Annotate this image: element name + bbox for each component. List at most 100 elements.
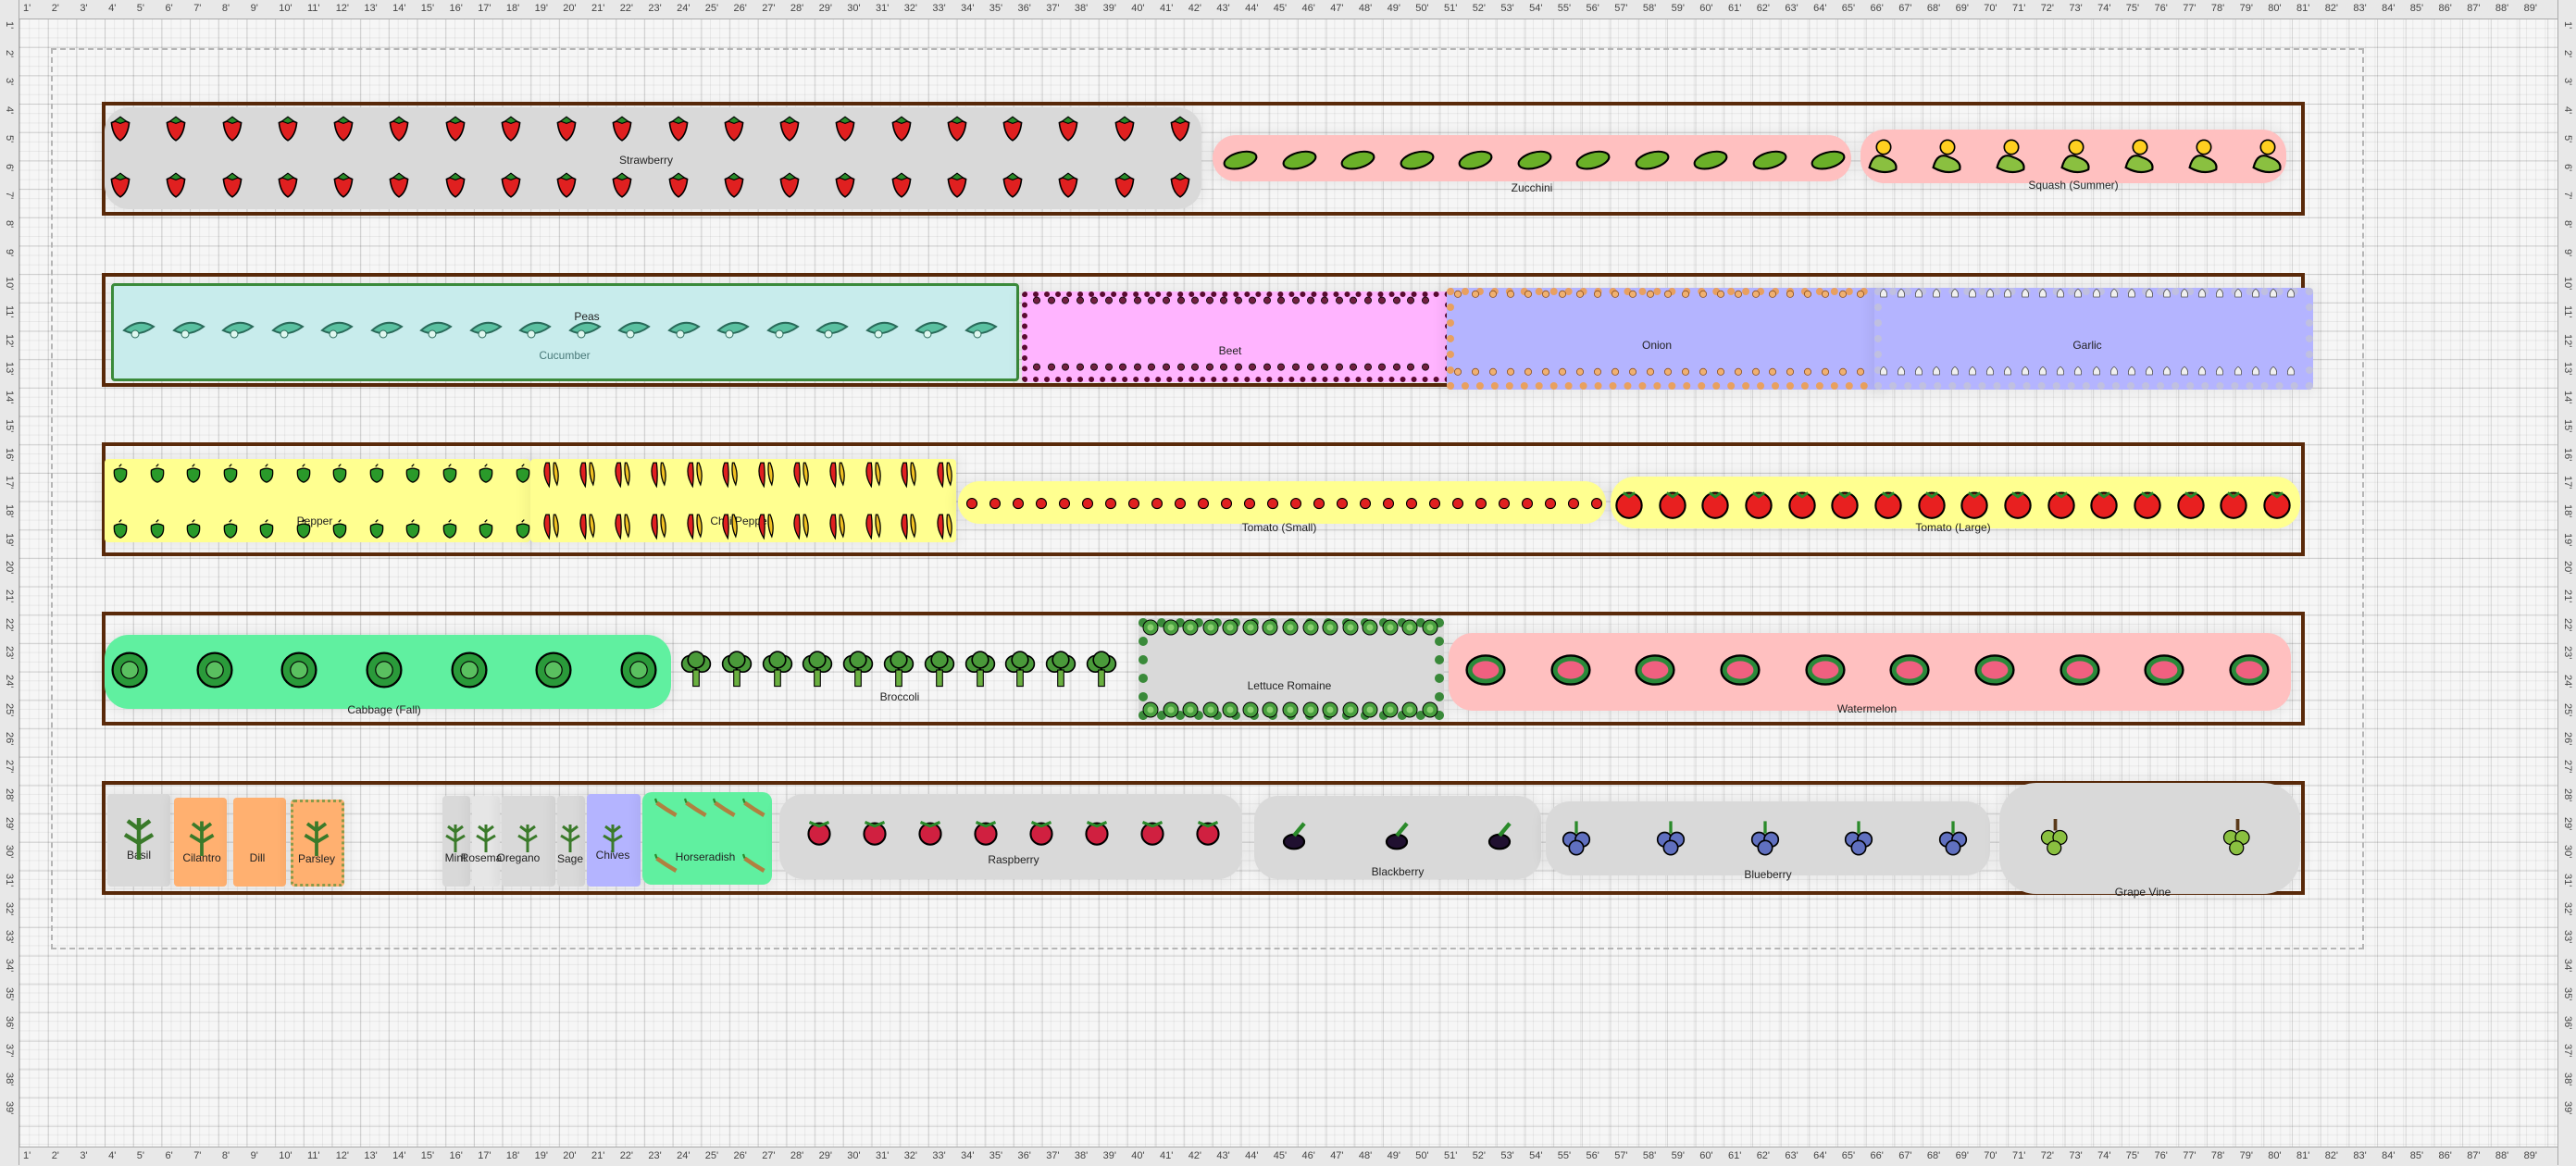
cherry-tomato-icon (1540, 492, 1561, 513)
garden-bed-1[interactable] (102, 102, 2305, 216)
plant-label-dill: Dill (249, 851, 266, 864)
ruler-tick: 46' (1301, 1150, 1315, 1161)
beet-icon (1087, 358, 1101, 373)
tomato-icon (1912, 483, 1951, 522)
ruler-tick: 71' (2012, 1150, 2026, 1161)
garlic-icon (2142, 364, 2157, 378)
cherry-tomato-icon (1355, 492, 1375, 513)
plant-peas[interactable] (111, 283, 1019, 381)
ruler-tick: 89' (2523, 1150, 2537, 1161)
lettuce-icon (1361, 701, 1379, 719)
cherry-tomato-icon (1448, 492, 1468, 513)
beet-icon (1202, 358, 1217, 373)
cabbage-icon (532, 649, 575, 691)
plant-chili-pepper[interactable] (530, 459, 956, 542)
chili-icon (714, 510, 745, 541)
plant-pepper[interactable] (105, 459, 530, 542)
ruler-tick: 47' (1330, 3, 1344, 14)
ruler-tick: 86' (2438, 1150, 2452, 1161)
onion-icon (1818, 286, 1833, 301)
beet-icon (1389, 358, 1404, 373)
tomato-icon (1610, 483, 1649, 522)
plant-dill[interactable] (233, 798, 286, 887)
broccoli-icon (1000, 650, 1040, 690)
garden-bed-5[interactable] (102, 781, 2305, 895)
strawberry-icon (106, 170, 135, 200)
beet-icon (1231, 358, 1246, 373)
peas-icon (368, 310, 405, 347)
zucchini-icon (1809, 139, 1848, 178)
garlic-icon (2089, 286, 2104, 301)
ruler-tick: 77' (2183, 1150, 2196, 1161)
onion-icon (1696, 286, 1711, 301)
ruler-tick: 35' (989, 1150, 1003, 1161)
lettuce-icon (1261, 618, 1279, 637)
ruler-tick: 12' (335, 1150, 350, 1161)
ruler-tick: 15' (420, 1150, 435, 1161)
squash-icon (1927, 137, 1968, 178)
mint-icon (437, 819, 474, 856)
broccoli-icon (960, 650, 1001, 690)
watermelon-icon (1633, 648, 1677, 692)
ruler-tick: 14' (2562, 391, 2573, 404)
ruler-tick: 28' (790, 3, 804, 14)
blackberry-icon (1376, 815, 1417, 856)
garlic-icon (1965, 364, 1980, 378)
onion-icon (1783, 286, 1798, 301)
chili-icon (606, 510, 638, 541)
ruler-tick: 1' (2562, 21, 2573, 30)
garden-boundary[interactable] (51, 48, 2364, 949)
ruler-tick: 30' (847, 1150, 861, 1161)
ruler-tick: 62' (1756, 1150, 1771, 1161)
broccoli-icon (716, 650, 757, 690)
beet-icon (1073, 292, 1088, 306)
ruler-tick: 9' (250, 1150, 258, 1161)
ruler-tick: 29' (818, 1150, 832, 1161)
beet-icon (1144, 358, 1159, 373)
raspberry-icon (1022, 812, 1061, 851)
chili-icon (785, 510, 816, 541)
ruler-tick: 75' (2125, 3, 2140, 14)
sage-icon (552, 819, 589, 856)
garlic-icon (1929, 364, 1944, 378)
broccoli-icon (1081, 650, 1122, 690)
grape-icon (2030, 814, 2076, 861)
squash-icon (2184, 137, 2224, 178)
garden-bed-3[interactable] (102, 442, 2305, 556)
ruler-tick: 69' (1955, 1150, 1969, 1161)
plant-label-sage: Sage (556, 852, 584, 865)
ruler-tick: 54' (1529, 1150, 1543, 1161)
pepper-icon (474, 517, 498, 541)
ruler-tick: 54' (1529, 3, 1543, 14)
ruler-tick: 44' (1245, 3, 1259, 14)
ruler-tick: 18' (2562, 503, 2573, 518)
chili-icon (535, 510, 566, 541)
plant-label-grape-vine: Grape Vine (2114, 886, 2172, 899)
plant-raspberry[interactable] (779, 794, 1242, 879)
onion-icon (1678, 286, 1693, 301)
raspberry-icon (1077, 812, 1116, 851)
beet-icon (1101, 358, 1116, 373)
ruler-tick: 16' (449, 1150, 463, 1161)
ruler-tick: 34' (2562, 959, 2573, 973)
strawberry-icon (1053, 170, 1083, 200)
ruler-tick: 70' (1984, 3, 1997, 14)
strawberry-icon (329, 170, 358, 200)
pepper-icon (401, 462, 425, 486)
plant-label-blackberry: Blackberry (1371, 865, 1425, 878)
chili-icon (642, 510, 674, 541)
ruler-tick: 70' (1984, 1150, 1997, 1161)
beet-icon (1188, 358, 1202, 373)
onion-icon (1731, 364, 1746, 378)
ruler-top: 1'2'3'4'5'6'7'8'9'10'11'12'13'14'15'16'1… (0, 0, 2576, 19)
onion-icon (1555, 286, 1570, 301)
tomato-icon (1869, 483, 1908, 522)
strawberry-icon (441, 114, 470, 143)
beet-icon (1058, 358, 1073, 373)
garden-bed-4[interactable] (102, 612, 2305, 726)
strawberry-icon (496, 170, 526, 200)
ruler-tick: 27' (2562, 760, 2573, 774)
garlic-icon (2212, 286, 2227, 301)
ruler-tick: 66' (1870, 1150, 1884, 1161)
cherry-tomato-icon (985, 492, 1005, 513)
